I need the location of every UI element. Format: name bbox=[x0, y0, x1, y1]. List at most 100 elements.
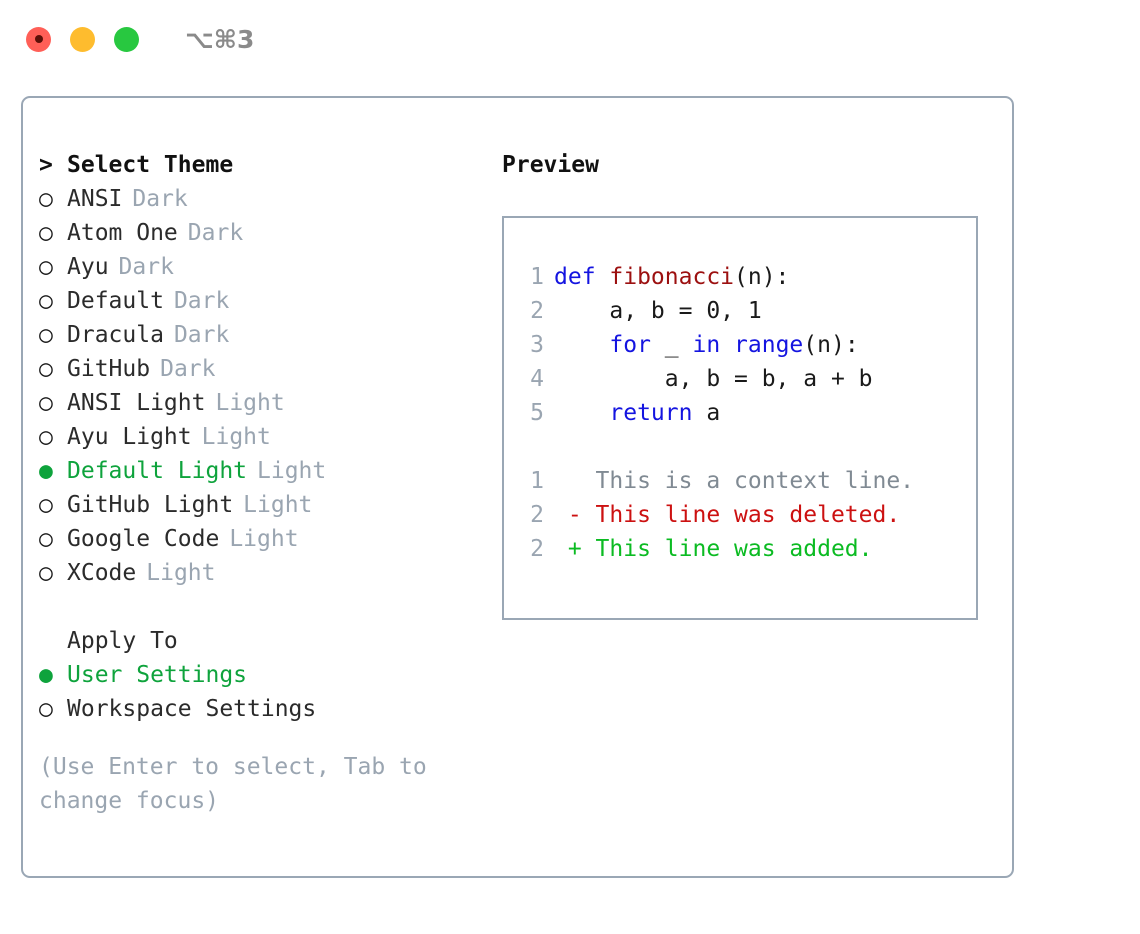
list-spacer bbox=[39, 590, 499, 624]
code-token: _ bbox=[650, 332, 693, 358]
radio-unselected-icon[interactable]: ○ bbox=[39, 186, 53, 212]
keyboard-hint-text: (Use Enter to select, Tab to change focu… bbox=[39, 754, 427, 814]
theme-option-tag: Dark bbox=[173, 288, 230, 314]
preview-title: Preview bbox=[502, 152, 599, 178]
radio-unselected-icon[interactable]: ○ bbox=[39, 322, 53, 348]
code-line: 3 for _ in range(n): bbox=[522, 328, 976, 362]
code-token: a, b = b, a + b bbox=[554, 366, 873, 392]
radio-unselected-icon[interactable]: ○ bbox=[39, 696, 53, 722]
radio-unselected-icon[interactable]: ○ bbox=[39, 390, 53, 416]
theme-option-name: Default Light bbox=[67, 458, 248, 484]
line-number: 2 bbox=[530, 502, 544, 528]
minimize-window-button[interactable] bbox=[70, 26, 95, 52]
theme-option-name: GitHub bbox=[67, 356, 151, 382]
line-number: 1 bbox=[530, 264, 544, 290]
theme-option-name: Google Code bbox=[67, 526, 220, 552]
radio-unselected-icon[interactable]: ○ bbox=[39, 526, 53, 552]
apply-to-option-row[interactable]: ○ Workspace Settings bbox=[39, 692, 499, 726]
code-token: (n): bbox=[734, 264, 790, 290]
traffic-lights bbox=[26, 26, 139, 52]
diff-line: 2 + This line was added. bbox=[522, 532, 976, 566]
theme-option-name: Atom One bbox=[67, 220, 178, 246]
theme-option-name: GitHub Light bbox=[67, 492, 234, 518]
diff-line: 1 This is a context line. bbox=[522, 464, 976, 498]
apply-to-options-list[interactable]: ●User Settings ○ Workspace Settings bbox=[39, 658, 499, 726]
code-token: def bbox=[554, 264, 610, 290]
code-token: range bbox=[734, 332, 804, 358]
theme-option-row[interactable]: ○ Atom One Dark bbox=[39, 216, 499, 250]
radio-unselected-icon[interactable]: ○ bbox=[39, 424, 53, 450]
theme-option-tag: Dark bbox=[160, 356, 216, 382]
apply-to-option-name: Workspace Settings bbox=[67, 696, 317, 722]
code-token: in bbox=[692, 332, 721, 358]
theme-list-header: > Select Theme bbox=[39, 148, 499, 182]
radio-unselected-icon[interactable]: ○ bbox=[39, 288, 53, 314]
theme-option-row[interactable]: ● Default Light Light bbox=[39, 454, 499, 488]
code-token: a bbox=[692, 400, 721, 426]
theme-option-row[interactable]: ○ Dracula Dark bbox=[39, 318, 499, 352]
diff-text: - This line was deleted. bbox=[554, 502, 901, 528]
theme-option-tag: Light bbox=[257, 458, 327, 484]
line-number: 2 bbox=[530, 298, 544, 324]
maximize-window-button[interactable] bbox=[114, 26, 139, 52]
title-bar: ⌥⌘3 bbox=[0, 0, 1140, 78]
radio-unselected-icon[interactable]: ○ bbox=[39, 254, 53, 280]
code-diff-separator bbox=[522, 430, 976, 464]
code-line: 2 a, b = 0, 1 bbox=[522, 294, 976, 328]
line-number: 5 bbox=[530, 400, 544, 426]
code-token bbox=[720, 332, 734, 358]
line-number: 2 bbox=[530, 536, 544, 562]
theme-option-tag: Light bbox=[201, 424, 271, 450]
radio-unselected-icon[interactable]: ○ bbox=[39, 220, 53, 246]
radio-unselected-icon[interactable]: ○ bbox=[39, 560, 53, 586]
apply-to-label: Apply To bbox=[67, 628, 178, 654]
theme-option-name: Ayu bbox=[67, 254, 109, 280]
apply-to-option-row[interactable]: ●User Settings bbox=[39, 658, 499, 692]
keyboard-shortcut-label: ⌥⌘3 bbox=[185, 24, 255, 54]
theme-option-tag: Dark bbox=[173, 322, 230, 348]
radio-selected-icon[interactable]: ● bbox=[39, 458, 53, 484]
code-token: fibonacci bbox=[609, 264, 735, 290]
theme-list-header-label: Select Theme bbox=[67, 152, 234, 178]
radio-unselected-icon[interactable]: ○ bbox=[39, 492, 53, 518]
theme-option-tag: Light bbox=[243, 492, 313, 518]
code-token: for bbox=[609, 332, 651, 358]
theme-option-name: XCode bbox=[67, 560, 137, 586]
radio-unselected-icon[interactable]: ○ bbox=[39, 356, 53, 382]
theme-option-row[interactable]: ○ GitHub Dark bbox=[39, 352, 499, 386]
code-line: 5 return a bbox=[522, 396, 976, 430]
theme-option-tag: Dark bbox=[132, 186, 188, 212]
code-token bbox=[554, 400, 609, 426]
code-token: (n): bbox=[803, 332, 859, 358]
close-window-button[interactable] bbox=[26, 26, 51, 52]
theme-option-name: Dracula bbox=[67, 322, 164, 348]
diff-text: This is a context line. bbox=[554, 468, 915, 494]
theme-option-row[interactable]: ○ GitHub Light Light bbox=[39, 488, 499, 522]
line-number: 4 bbox=[530, 366, 544, 392]
theme-option-row[interactable]: ○ Ayu Light Light bbox=[39, 420, 499, 454]
diff-line: 2 - This line was deleted. bbox=[522, 498, 976, 532]
theme-option-tag: Light bbox=[229, 526, 299, 552]
theme-option-name: Default bbox=[67, 288, 164, 314]
line-number: 3 bbox=[530, 332, 544, 358]
radio-selected-icon[interactable]: ● bbox=[39, 662, 53, 688]
theme-option-name: Ayu Light bbox=[67, 424, 192, 450]
diff-text: + This line was added. bbox=[554, 536, 873, 562]
code-token: return bbox=[609, 400, 693, 426]
theme-option-tag: Dark bbox=[187, 220, 244, 246]
code-line: 1 def fibonacci(n): bbox=[522, 260, 976, 294]
theme-option-row[interactable]: ○ Google Code Light bbox=[39, 522, 499, 556]
prompt-caret-icon: > bbox=[39, 152, 53, 178]
theme-option-row[interactable]: ○ Default Dark bbox=[39, 284, 499, 318]
theme-option-tag: Light bbox=[215, 390, 285, 416]
